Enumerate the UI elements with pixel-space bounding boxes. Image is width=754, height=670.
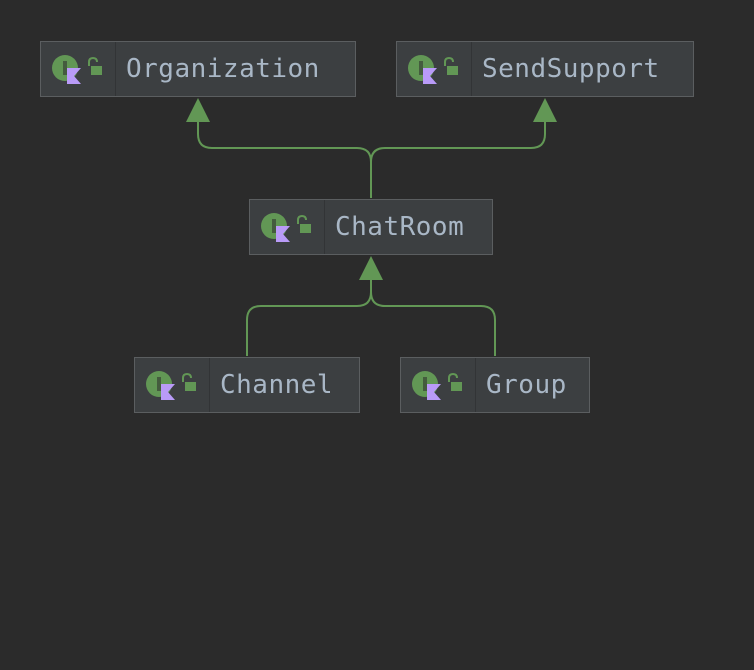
kotlin-badge-icon — [423, 68, 437, 84]
node-icons — [397, 42, 472, 96]
node-label: Group — [486, 370, 567, 400]
kotlin-badge-icon — [161, 384, 175, 400]
node-icons — [401, 358, 476, 412]
interface-icon — [146, 371, 196, 400]
node-label: Channel — [220, 370, 334, 400]
kotlin-badge-icon — [67, 68, 81, 84]
public-lock-icon — [447, 66, 458, 75]
public-lock-icon — [451, 382, 462, 391]
node-chatroom[interactable]: ChatRoom — [249, 199, 493, 255]
node-icons — [250, 200, 325, 254]
interface-icon — [408, 55, 458, 84]
node-group[interactable]: Group — [400, 357, 590, 413]
interface-icon — [412, 371, 462, 400]
kotlin-badge-icon — [427, 384, 441, 400]
node-icons — [41, 42, 116, 96]
arrowhead-chatroom — [359, 256, 383, 280]
interface-icon — [52, 55, 102, 84]
public-lock-icon — [300, 224, 311, 233]
edge-channel-chatroom — [246, 278, 372, 356]
edge-group-chatroom — [370, 291, 496, 356]
arrowhead-sendsupport — [533, 98, 557, 122]
node-organization[interactable]: Organization — [40, 41, 356, 97]
kotlin-badge-icon — [276, 226, 290, 242]
edge-chatroom-organization — [197, 120, 372, 198]
arrowhead-organization — [186, 98, 210, 122]
node-channel[interactable]: Channel — [134, 357, 360, 413]
interface-icon — [261, 213, 311, 242]
public-lock-icon — [185, 382, 196, 391]
node-sendsupport[interactable]: SendSupport — [396, 41, 694, 97]
node-label: SendSupport — [482, 54, 660, 84]
node-icons — [135, 358, 210, 412]
node-label: ChatRoom — [335, 212, 465, 242]
node-label: Organization — [126, 54, 320, 84]
public-lock-icon — [91, 66, 102, 75]
edge-chatroom-sendsupport — [370, 120, 546, 163]
